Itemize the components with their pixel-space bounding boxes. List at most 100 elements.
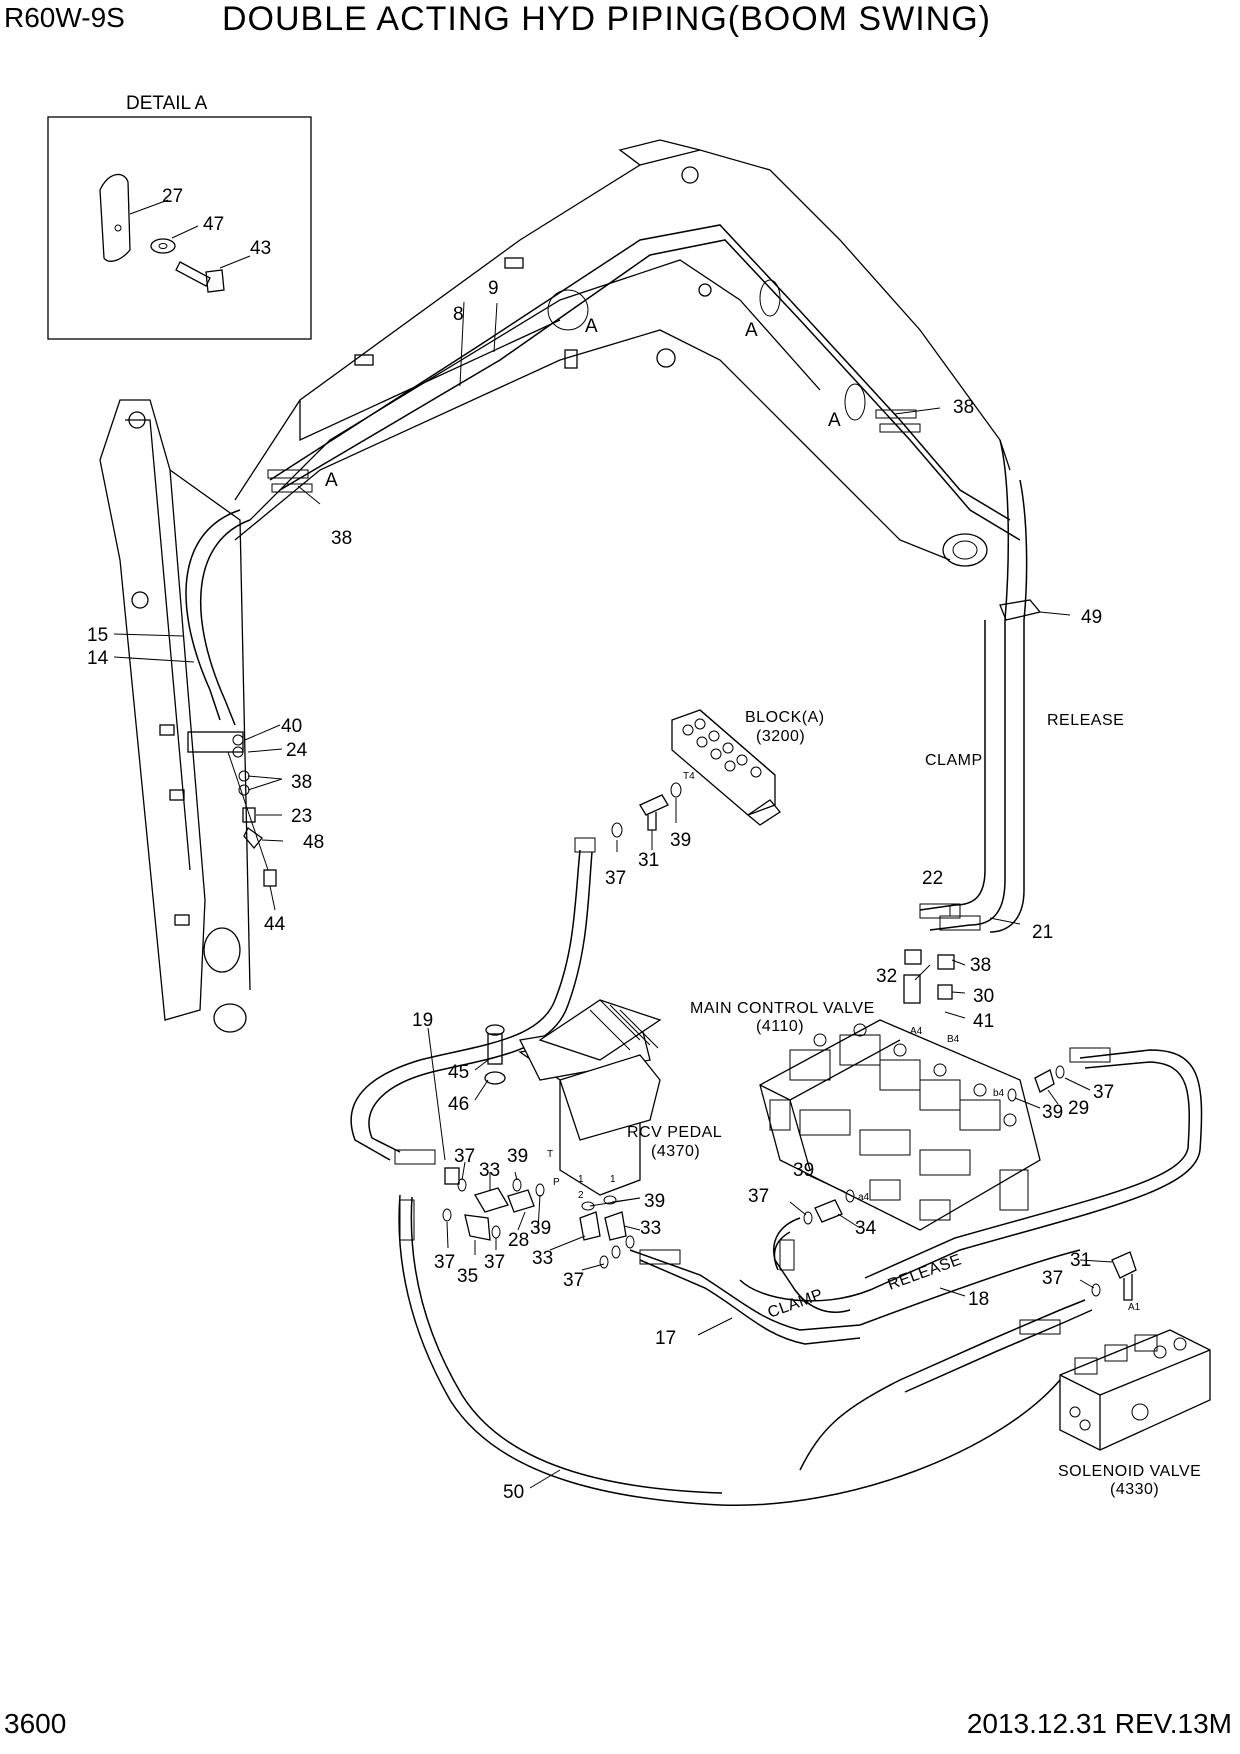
label-release: RELEASE <box>886 1251 964 1293</box>
callout-34: 34 <box>855 1218 877 1239</box>
callout-19: 19 <box>412 1010 433 1031</box>
block-ref: (3200) <box>756 728 805 745</box>
callout-38: 38 <box>970 955 991 976</box>
tee-31 <box>639 794 669 816</box>
view-mark-a: A <box>325 470 338 491</box>
callout-49: 49 <box>1081 607 1102 628</box>
rcv-ref: (4370) <box>651 1143 700 1160</box>
detail-a-frame <box>47 116 312 340</box>
solenoid-ref: (4330) <box>1110 1481 1159 1498</box>
callout-37: 37 <box>748 1186 769 1207</box>
port-1: 1 <box>578 1174 584 1185</box>
port-t4: T4 <box>683 771 695 782</box>
hose-19 <box>350 837 596 1185</box>
callout-43: 43 <box>250 238 271 259</box>
callout-28: 28 <box>508 1230 529 1251</box>
callout-14: 14 <box>87 648 109 669</box>
hose-to-solenoid <box>799 1299 1093 1471</box>
callout-37: 37 <box>605 868 626 889</box>
solenoid-valve-4330: SOLENOID VALVE (4330) A1 <box>1058 1251 1211 1498</box>
callout-27: 27 <box>162 186 183 207</box>
port-p: P <box>553 1177 560 1188</box>
callout-37: 37 <box>1093 1082 1114 1103</box>
callout-46: 46 <box>448 1094 469 1115</box>
callout-32: 32 <box>876 966 897 987</box>
callout-39: 39 <box>644 1191 665 1212</box>
callout-35: 35 <box>457 1266 478 1287</box>
callout-24: 24 <box>286 740 308 761</box>
callout-47: 47 <box>203 214 224 235</box>
view-mark-a: A <box>585 316 598 337</box>
hoses-17-18 <box>629 1217 1081 1345</box>
callout-30: 30 <box>973 986 994 1007</box>
detail-washer <box>150 238 176 254</box>
leader-lines <box>113 301 1113 1489</box>
port-b4-low: b4 <box>993 1088 1005 1099</box>
label-clamp: CLAMP <box>925 752 983 769</box>
callout-41: 41 <box>973 1011 994 1032</box>
detail-bracket <box>99 173 131 262</box>
boom-hose-8 <box>269 224 1011 521</box>
callout-29: 29 <box>1068 1098 1089 1119</box>
callout-33: 33 <box>640 1218 661 1239</box>
port-a1: A1 <box>1128 1302 1141 1313</box>
callout-numbers: 8 9 38 38 15 14 40 24 38 23 48 44 49 37 … <box>87 278 1114 1503</box>
view-mark-a: A <box>745 320 758 341</box>
callout-44: 44 <box>264 914 286 935</box>
port-b4: B4 <box>947 1034 960 1045</box>
callout-37: 37 <box>563 1270 584 1291</box>
elbow-33 <box>474 1187 509 1213</box>
release-clamp-pipes <box>903 439 1042 1004</box>
callout-21: 21 <box>1032 922 1053 943</box>
port-1: 1 <box>610 1174 616 1185</box>
page-number: 3600 <box>4 1708 67 1739</box>
hose-bracket-24 <box>187 731 244 753</box>
callout-39: 39 <box>507 1146 528 1167</box>
main-control-valve-4110: MAIN CONTROL VALVE (4110) A4 B4 b4 a4 <box>690 1000 1065 1231</box>
detail-a-panel: DETAIL A 27 47 43 <box>47 93 312 340</box>
fitting-29 <box>1034 1069 1055 1093</box>
port-a4-low: a4 <box>858 1192 870 1203</box>
boom-link <box>99 399 206 1021</box>
callout-37: 37 <box>484 1252 505 1273</box>
callout-22: 22 <box>922 868 943 889</box>
callout-37: 37 <box>434 1252 455 1273</box>
callout-48: 48 <box>303 832 324 853</box>
boom-structure: A A A A <box>99 139 1021 1033</box>
elbow-35 <box>464 1214 491 1241</box>
callout-39: 39 <box>793 1160 814 1181</box>
hose-14 <box>200 519 251 726</box>
callout-38: 38 <box>291 772 312 793</box>
page-title: DOUBLE ACTING HYD PIPING(BOOM SWING) <box>222 0 991 38</box>
view-circle-a <box>547 289 589 331</box>
pedal-fittings <box>442 1178 635 1269</box>
callout-23: 23 <box>291 806 312 827</box>
bolt-45 <box>487 1033 503 1065</box>
mcv-ref: (4110) <box>756 1018 804 1035</box>
fitting-32 <box>903 974 921 1004</box>
callout-40: 40 <box>281 716 302 737</box>
callout-38: 38 <box>953 397 974 418</box>
callout-37: 37 <box>454 1146 475 1167</box>
callout-50: 50 <box>503 1482 524 1503</box>
port-a4: A4 <box>910 1026 923 1037</box>
boom-hose-9 <box>279 239 1021 541</box>
callout-39: 39 <box>530 1218 551 1239</box>
callout-33: 33 <box>532 1248 553 1269</box>
view-mark-a: A <box>828 410 841 431</box>
port-2: 2 <box>578 1190 584 1201</box>
block-a-3200: BLOCK(A) (3200) T4 <box>611 709 824 838</box>
detail-bolt <box>175 261 211 287</box>
pipe-22 <box>919 620 986 911</box>
callout-18: 18 <box>968 1289 989 1310</box>
callout-31: 31 <box>638 850 659 871</box>
hose-b4-return <box>739 1047 1203 1302</box>
rcv-pedal-4370: RCV PEDAL (4370) T P 1 2 1 <box>484 999 722 1201</box>
hose-50 <box>398 1194 1061 1507</box>
model-number: R60W-9S <box>4 2 125 33</box>
solenoid-name: SOLENOID VALVE <box>1058 1463 1201 1480</box>
callout-39: 39 <box>670 830 691 851</box>
callout-45: 45 <box>448 1062 469 1083</box>
pipe-21 <box>929 439 1010 931</box>
